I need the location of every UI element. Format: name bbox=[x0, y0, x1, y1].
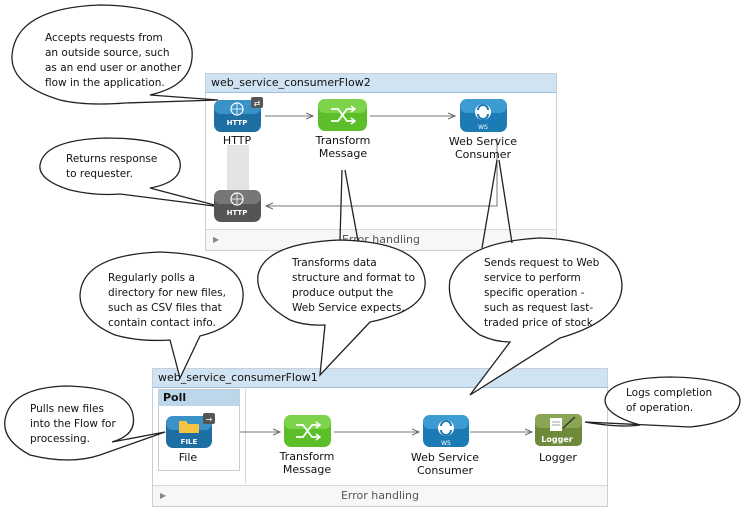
ws-label-line2: Consumer bbox=[416, 464, 474, 477]
svg-text:FILE: FILE bbox=[181, 438, 198, 446]
expand-triangle-icon[interactable]: ▶ bbox=[160, 491, 167, 500]
callout-pulls bbox=[4, 385, 166, 461]
file-connector-icon[interactable]: FILE → bbox=[166, 413, 215, 448]
http-label: HTTP bbox=[222, 134, 252, 147]
transform-label-line1: Transform bbox=[279, 450, 335, 463]
flow2-error-handling[interactable]: ▶ Error handling bbox=[206, 229, 556, 250]
callout-transforms bbox=[257, 169, 426, 377]
http-response-icon[interactable]: HTTP bbox=[214, 190, 261, 222]
svg-text:⇄: ⇄ bbox=[254, 99, 261, 108]
file-label: File bbox=[178, 451, 198, 464]
expand-triangle-icon[interactable]: ▶ bbox=[213, 235, 220, 244]
transform-message-icon[interactable] bbox=[318, 99, 367, 131]
flow1-error-handling[interactable]: ▶ Error handling bbox=[153, 485, 607, 506]
callout-logs bbox=[584, 376, 741, 428]
callout-accepts bbox=[11, 4, 219, 105]
http-response-bar bbox=[227, 145, 249, 193]
logger-icon[interactable]: Logger bbox=[535, 414, 582, 446]
flow1-divider bbox=[245, 387, 246, 484]
ws-label-line1: Web Service bbox=[448, 135, 518, 148]
poll-title: Poll bbox=[159, 390, 239, 406]
transform-label-line2: Message bbox=[282, 463, 332, 476]
svg-text:WS: WS bbox=[478, 124, 488, 131]
svg-text:HTTP: HTTP bbox=[227, 209, 248, 217]
callout-polls bbox=[79, 251, 244, 380]
callout-returns bbox=[39, 137, 223, 208]
sends-pointer-up bbox=[481, 159, 498, 249]
ws-label-line2: Consumer bbox=[454, 148, 512, 161]
transform-label-line2: Message bbox=[318, 147, 368, 160]
web-service-consumer-icon[interactable]: WS bbox=[460, 99, 507, 132]
svg-text:Logger: Logger bbox=[541, 435, 572, 444]
logger-label: Logger bbox=[539, 451, 577, 464]
transform-label-line1: Transform bbox=[315, 134, 371, 147]
transforms-pointer-up-2 bbox=[344, 169, 359, 242]
flow2-title: web_service_consumerFlow2 bbox=[206, 74, 556, 93]
web-service-consumer-icon[interactable]: WS bbox=[423, 415, 469, 447]
ws-label-line1: Web Service bbox=[410, 451, 480, 464]
svg-text:→: → bbox=[206, 415, 213, 424]
sends-pointer-up-2 bbox=[498, 159, 513, 244]
flow1-error-handling-label: Error handling bbox=[340, 489, 420, 502]
transforms-pointer-up bbox=[339, 169, 343, 241]
svg-text:HTTP: HTTP bbox=[227, 119, 248, 127]
http-listener-icon[interactable]: HTTP ⇄ bbox=[214, 97, 263, 132]
callout-sends bbox=[448, 159, 623, 396]
transform-message-icon[interactable] bbox=[284, 415, 331, 447]
svg-text:WS: WS bbox=[441, 440, 451, 447]
